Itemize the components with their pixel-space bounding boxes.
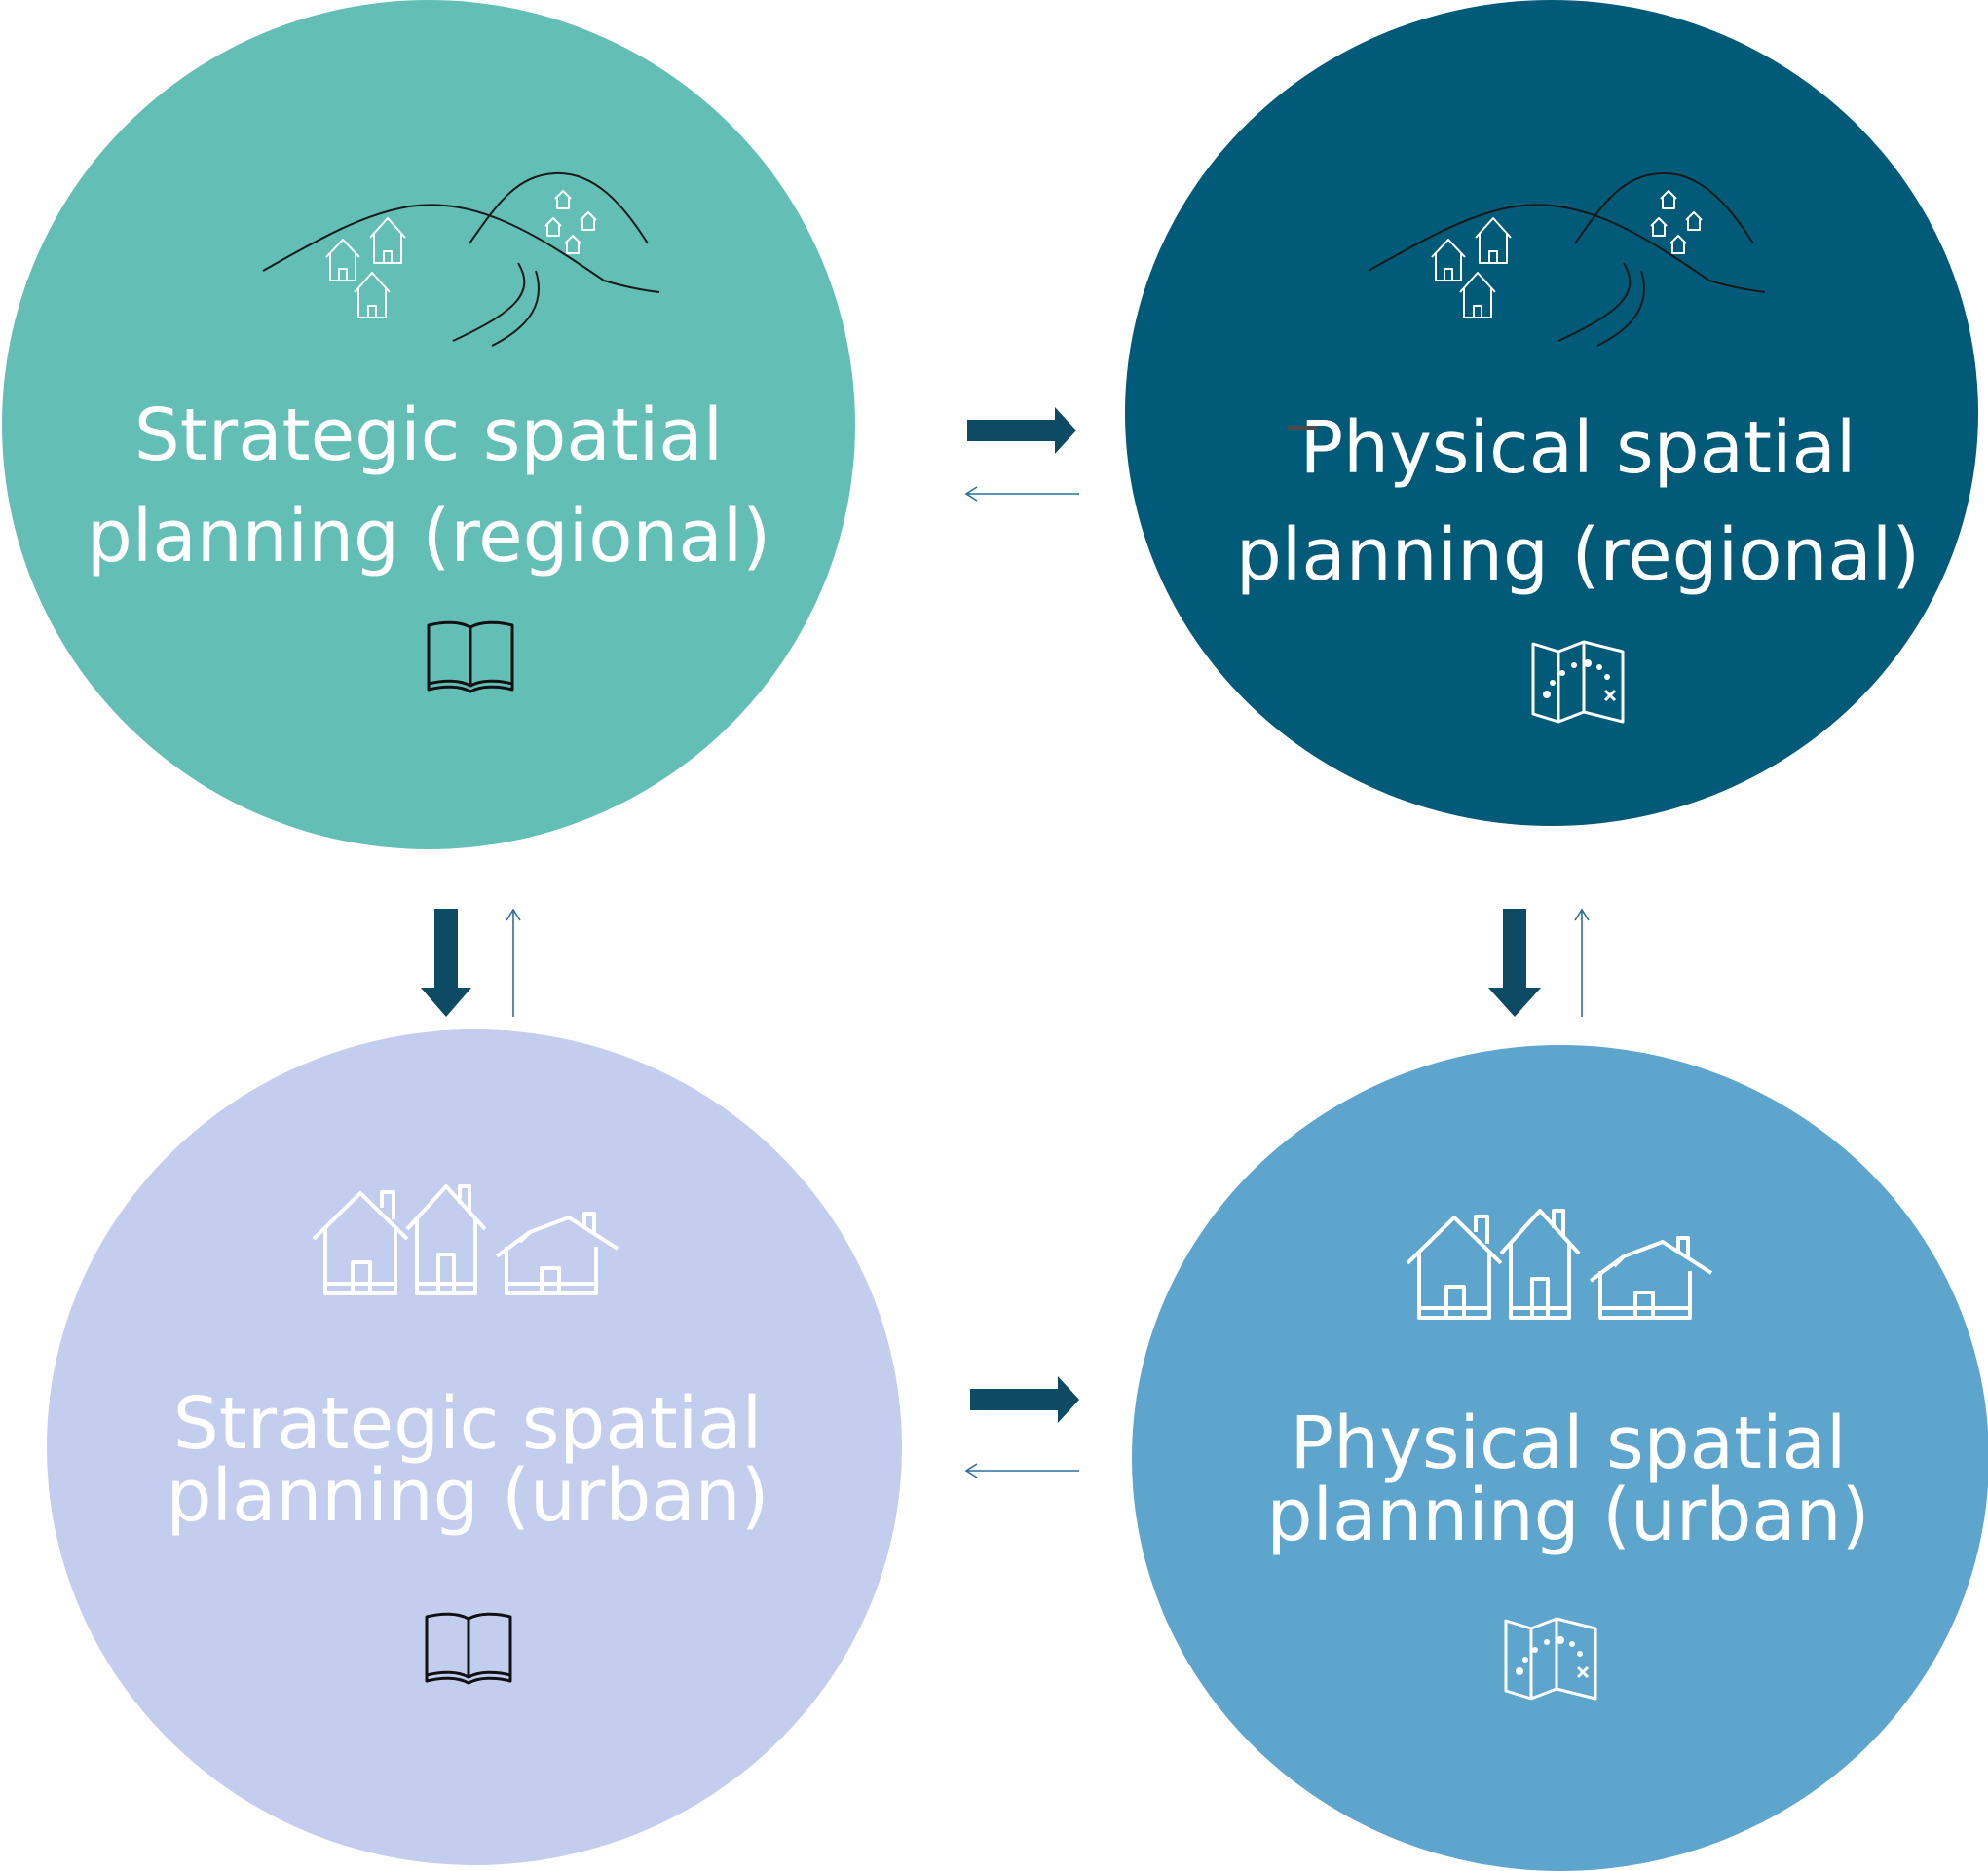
label-physical-urban: Physical spatial planning (urban): [1208, 1407, 1929, 1552]
houses-icon: [312, 1184, 619, 1295]
arrow-up-thin: [506, 908, 521, 1017]
arrow-down-thick: [421, 909, 471, 1017]
label-physical-regional: Physical spatial planning (regional): [1227, 394, 1929, 609]
landscape-illustration: [262, 171, 660, 347]
arrow-up-thin: [1574, 908, 1590, 1017]
physical-regional-line1: Physical spatial: [1299, 406, 1857, 490]
node-strategic-regional: [2, 0, 855, 849]
arrow-left-thin: [964, 1463, 1079, 1478]
node-physical-regional: [1125, 0, 1978, 826]
strategic-regional-line1: Strategic spatial: [133, 393, 724, 477]
label-strategic-urban: Strategic spatial planning (urban): [97, 1388, 838, 1532]
houses-icon: [1406, 1209, 1713, 1320]
arrow-left-thin: [964, 486, 1079, 502]
book-icon: [427, 620, 514, 693]
strategic-urban-line2: planning (urban): [166, 1454, 769, 1538]
physical-regional-line2: planning (regional): [1235, 513, 1921, 597]
physical-urban-line2: planning (urban): [1266, 1474, 1870, 1557]
arrow-right-thick: [967, 407, 1076, 454]
node-strategic-urban: [47, 1029, 902, 1865]
physical-urban-line1: Physical spatial: [1290, 1402, 1847, 1485]
arrow-right-thick: [970, 1376, 1079, 1423]
arrow-down-thick: [1488, 909, 1541, 1017]
label-strategic-regional: Strategic spatial planning (regional): [2, 385, 855, 587]
node-physical-urban: [1132, 1045, 1988, 1871]
book-icon: [425, 1612, 512, 1685]
map-icon: [1504, 1617, 1597, 1701]
strategic-regional-line2: planning (regional): [86, 495, 771, 579]
strategic-urban-line1: Strategic spatial: [172, 1382, 763, 1466]
map-icon: [1531, 640, 1625, 724]
landscape-illustration: [1368, 171, 1766, 347]
